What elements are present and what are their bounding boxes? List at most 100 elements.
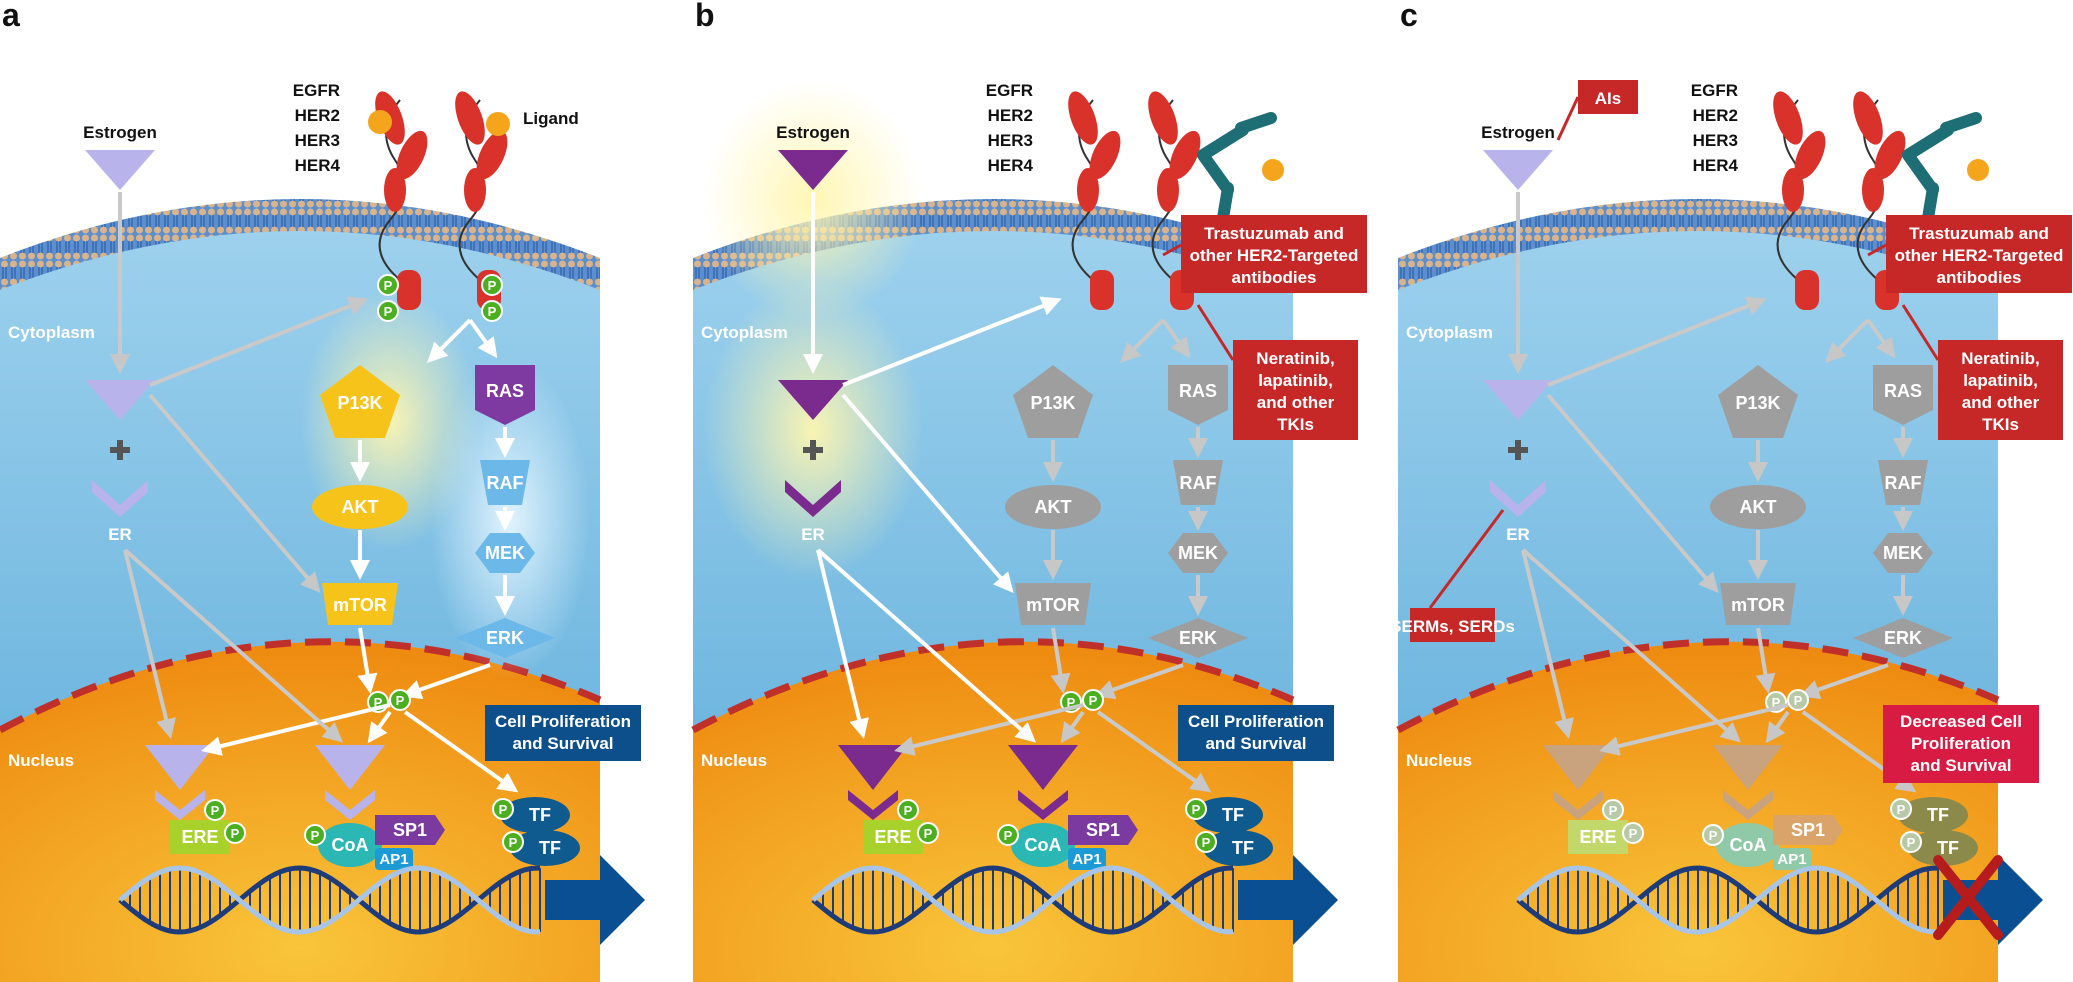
tf-phospho: P xyxy=(492,798,514,820)
er-dimer-triangle xyxy=(315,745,385,790)
er-dimer-chevron xyxy=(848,790,898,820)
ligand-ball xyxy=(1262,159,1284,181)
arrow-erk-p xyxy=(1094,663,1184,700)
pi3k-node xyxy=(1718,365,1798,438)
phospho-label: P xyxy=(1067,695,1076,710)
akt-label: AKT xyxy=(1035,497,1072,517)
tf-node xyxy=(1898,797,1968,833)
ap1-node xyxy=(1068,848,1106,870)
nuclear-envelope xyxy=(1396,638,2000,734)
phospho-circle xyxy=(389,689,411,711)
receptor-label: HER4 xyxy=(295,156,341,175)
arrow-erk-p xyxy=(401,663,491,700)
mek-node xyxy=(1168,533,1228,573)
receptor-phospho: P xyxy=(481,274,503,296)
arrow-p-tf xyxy=(403,710,519,793)
pi3k-node xyxy=(1013,365,1093,438)
her-receptor xyxy=(455,91,508,310)
tf-label: TF xyxy=(1222,805,1244,825)
panel-c: cCytoplasmNucleusEGFRHER2HER3HER4Estroge… xyxy=(1390,0,2072,982)
receptor-label: HER3 xyxy=(988,131,1033,150)
ere-phospho: P xyxy=(917,822,939,844)
estrogen-bound-triangle xyxy=(778,380,848,420)
mtor-node xyxy=(1720,583,1796,625)
ras-label: RAS xyxy=(1884,381,1922,401)
er-dimer-triangle xyxy=(838,745,908,790)
coa-phospho: P xyxy=(1702,824,1724,846)
receptor-label: HER3 xyxy=(1693,131,1738,150)
mtor-node xyxy=(322,583,398,625)
arrow-er-mtor xyxy=(148,393,321,594)
arrow-er-ere xyxy=(816,549,869,739)
dna-strand xyxy=(1516,865,1938,935)
inhibition-line-serms xyxy=(1428,509,1505,609)
receptor-domain xyxy=(1853,91,1883,145)
arrow-er-mtor xyxy=(841,393,1014,594)
receptor-phospho: P xyxy=(481,300,503,322)
sp1-node xyxy=(1068,815,1138,845)
tf-node xyxy=(1193,797,1263,833)
er-dimer-triangle xyxy=(1543,745,1613,790)
ap1-node xyxy=(375,848,413,870)
receptor-domain xyxy=(1773,91,1803,145)
tf-label: TF xyxy=(1937,838,1959,858)
nucleus-label: Nucleus xyxy=(701,751,767,770)
phospho-circle xyxy=(481,300,503,322)
tf-phospho: P xyxy=(502,831,524,853)
phospho-circle xyxy=(204,799,226,821)
drug-box-ais xyxy=(1578,80,1638,114)
tf-label: TF xyxy=(529,805,551,825)
cell-membrane xyxy=(1398,199,1998,290)
arrow-er-coa xyxy=(1521,548,1741,743)
er-dimer-chevron xyxy=(1723,790,1773,820)
phospho-label: P xyxy=(1089,693,1098,708)
receptor-label: HER2 xyxy=(988,106,1033,125)
dna-helix xyxy=(811,865,1234,935)
her-receptor xyxy=(1068,91,1121,310)
arrow-erk-p xyxy=(1799,663,1889,700)
raf-label: RAF xyxy=(1885,473,1922,493)
sp1-label: SP1 xyxy=(1791,820,1825,840)
ere-box xyxy=(1568,820,1628,854)
akt-node xyxy=(1710,485,1806,529)
outcome-box xyxy=(485,705,641,761)
er-chevron xyxy=(1490,480,1546,517)
transcription-arrow xyxy=(1943,855,2043,945)
mek-label: MEK xyxy=(1178,543,1218,563)
phospho-circle xyxy=(377,300,399,322)
dna-helix xyxy=(118,865,541,935)
raf-node xyxy=(1878,460,1928,505)
ligand-ball xyxy=(486,112,510,136)
cytoplasm-label: Cytoplasm xyxy=(701,323,788,342)
er-dimer-chevron xyxy=(155,790,205,820)
drug-label-ais: AIs xyxy=(1595,89,1621,108)
phospho-label: P xyxy=(1192,802,1201,817)
coa-node xyxy=(318,823,382,867)
pi3k-label: P13K xyxy=(1735,393,1780,413)
inhibition-line-tki xyxy=(1196,304,1235,361)
ap1-label: AP1 xyxy=(1777,851,1806,868)
akt-node xyxy=(1005,485,1101,529)
nuclear-complex xyxy=(1543,745,1613,820)
receptor-label: HER2 xyxy=(1693,106,1738,125)
nuclear-complex xyxy=(1713,745,1783,820)
dna-strand xyxy=(118,865,540,935)
arrow-p-coa xyxy=(367,710,392,744)
nuclear-envelope xyxy=(691,638,1295,734)
receptor-domain xyxy=(1157,168,1179,212)
pi3k-label: P13K xyxy=(1030,393,1075,413)
sp1-label: SP1 xyxy=(393,820,427,840)
drug-box-serms xyxy=(1410,608,1495,642)
drug-label-serms: SERMs, SERDs xyxy=(1390,617,1515,636)
antibody xyxy=(1902,112,1989,224)
receptor-label: HER4 xyxy=(988,156,1034,175)
er-label: ER xyxy=(108,525,132,544)
ere-label: ERE xyxy=(181,827,218,847)
receptor-domain xyxy=(1794,130,1826,180)
raf-node xyxy=(480,460,530,505)
ere-box xyxy=(170,820,230,854)
phospho-circle xyxy=(1082,689,1104,711)
